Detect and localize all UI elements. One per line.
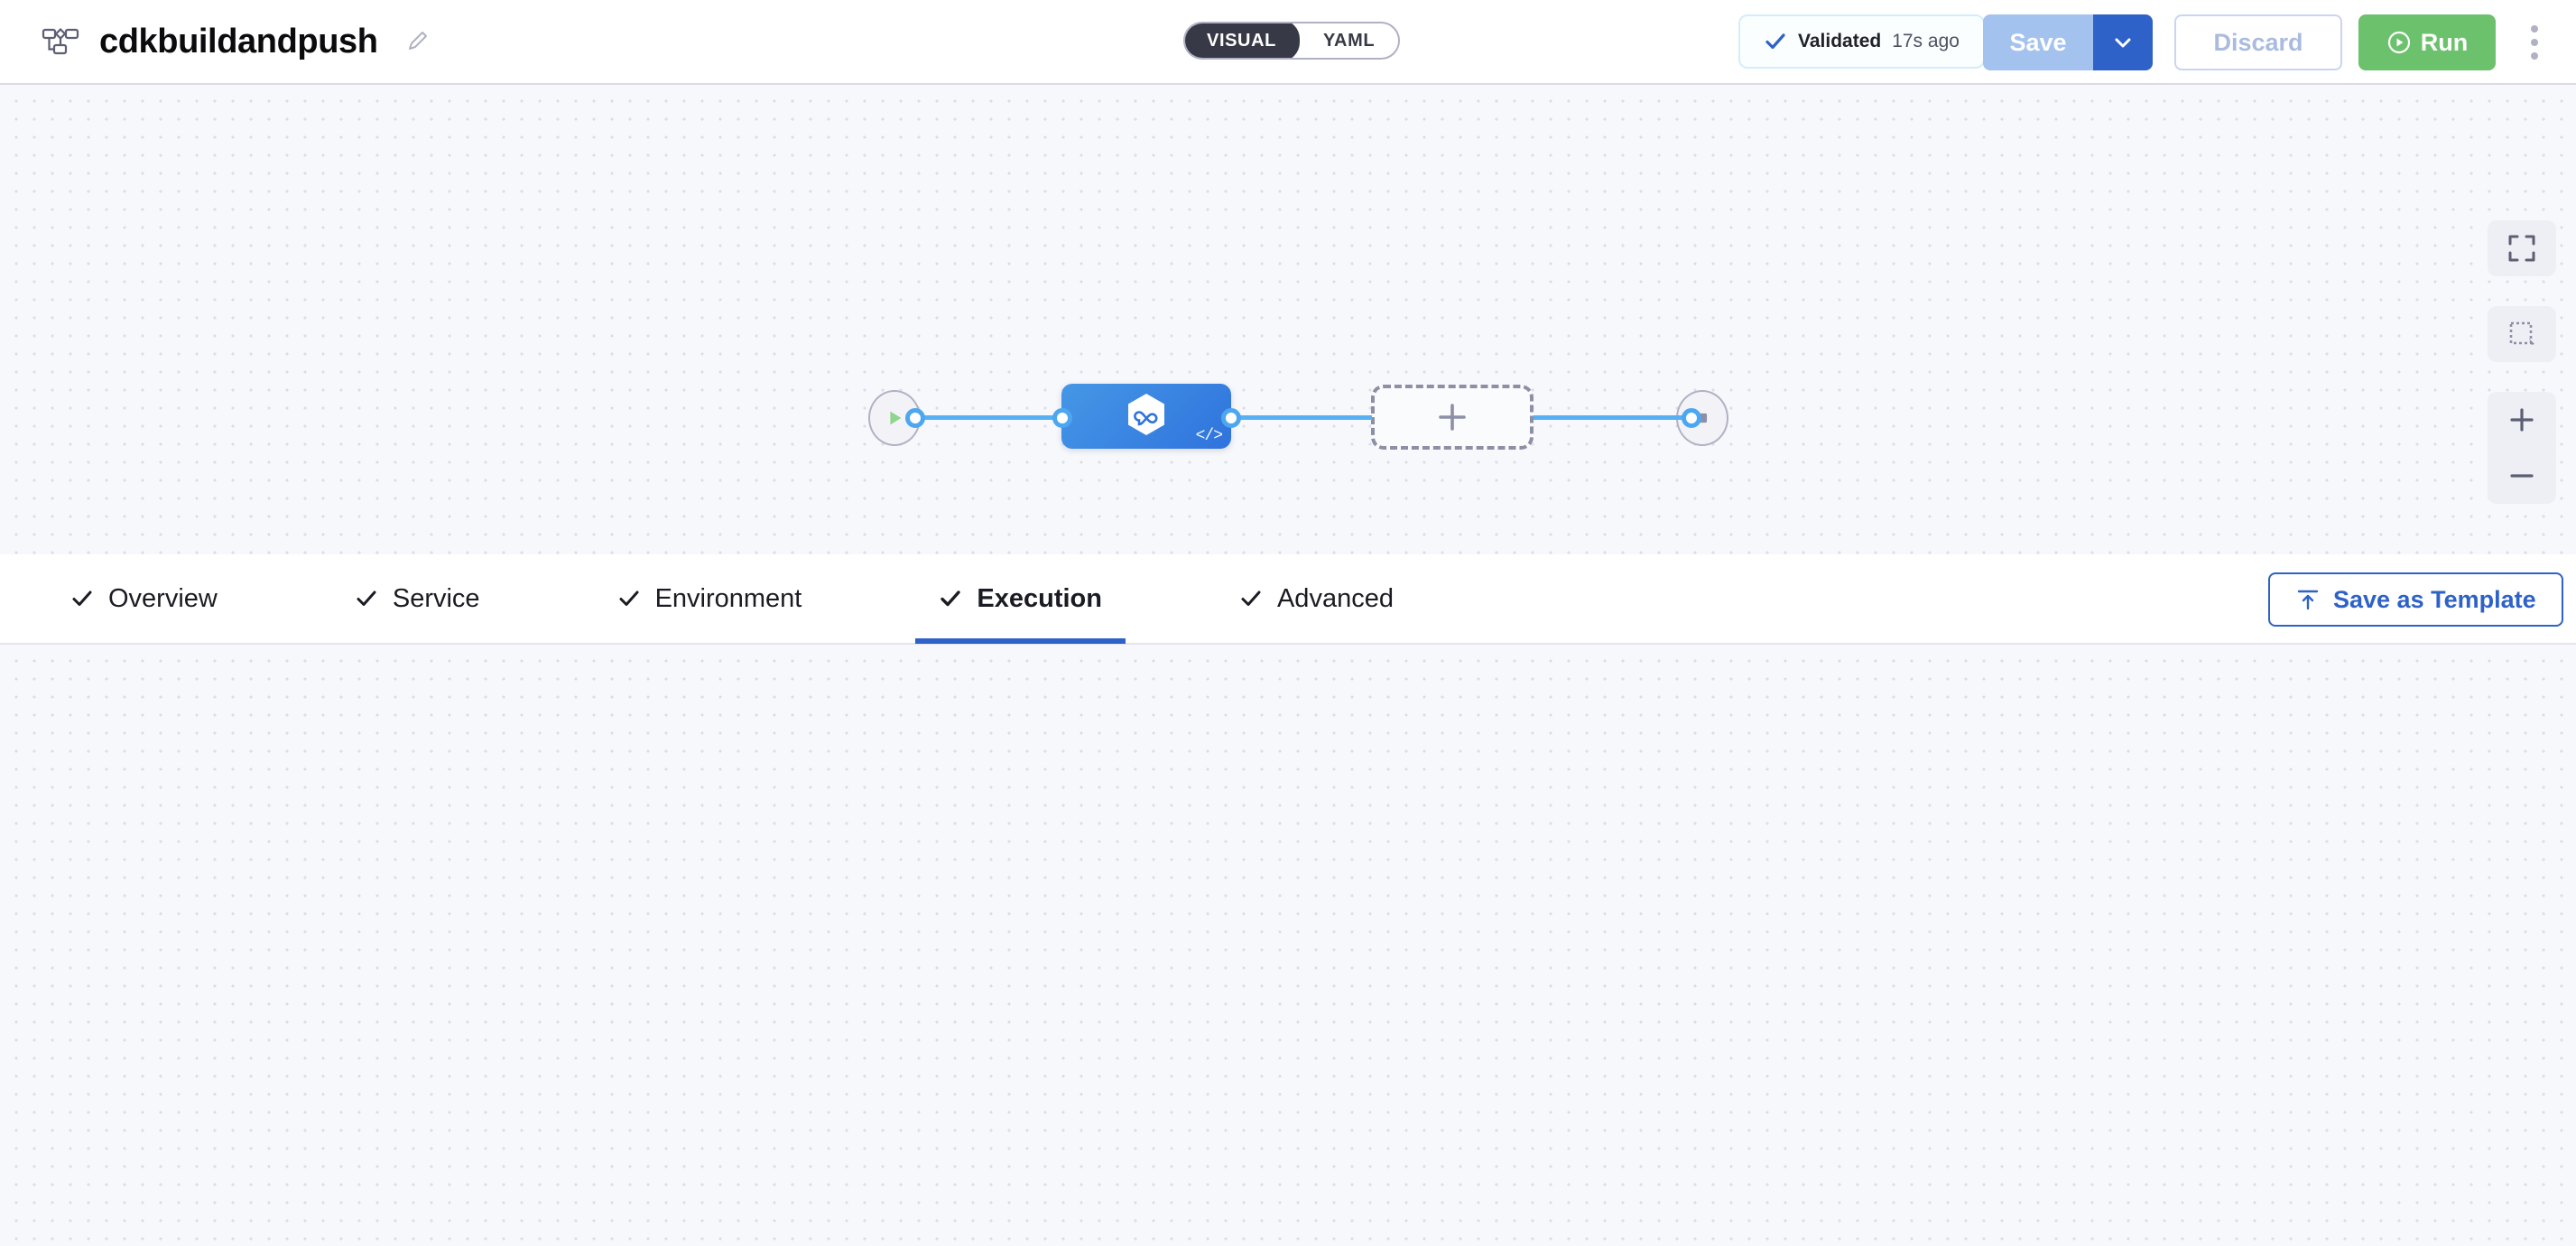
check-icon xyxy=(939,587,962,610)
tab-label: Environment xyxy=(654,583,802,613)
view-mode-visual[interactable]: VISUAL xyxy=(1185,23,1300,58)
tab-advanced[interactable]: Advanced xyxy=(1216,553,1417,644)
tab-label: Overview xyxy=(108,583,218,613)
run-button[interactable]: Run xyxy=(2358,14,2496,70)
execution-canvas[interactable]: Execution Rollback xyxy=(0,645,2576,1246)
stage-link-ckd-addstage xyxy=(1233,415,1372,420)
save-as-template-label: Save as Template xyxy=(2333,585,2536,613)
tab-overview[interactable]: Overview xyxy=(47,553,241,644)
plus-icon xyxy=(1439,404,1466,431)
zoom-out-button[interactable] xyxy=(2488,448,2556,504)
stage-end-port[interactable] xyxy=(1682,408,1701,428)
chevron-down-icon xyxy=(2115,38,2131,48)
view-mode-toggle[interactable]: VISUAL YAML xyxy=(1183,22,1401,60)
view-mode-yaml[interactable]: YAML xyxy=(1322,30,1376,51)
stage-ckd-in-port[interactable] xyxy=(1052,408,1072,428)
fit-screen-button[interactable] xyxy=(2488,220,2556,276)
stage-start-port[interactable] xyxy=(905,408,925,428)
save-split-button[interactable]: Save xyxy=(1983,14,2153,70)
run-label: Run xyxy=(2420,28,2469,56)
stage-link-addstage-end xyxy=(1534,415,1692,420)
validated-label: Validated xyxy=(1798,31,1882,51)
minus-icon xyxy=(2510,474,2534,478)
play-icon xyxy=(890,411,902,425)
selection-box-icon xyxy=(2509,321,2534,345)
save-button[interactable]: Save xyxy=(1983,14,2093,70)
stage-canvas[interactable]: </> ckd Add Stage xyxy=(0,85,2576,554)
discard-button[interactable]: Discard xyxy=(2174,14,2342,70)
validated-timestamp: 17s ago xyxy=(1892,31,1960,51)
plus-icon xyxy=(2510,408,2534,432)
save-as-template-button[interactable]: Save as Template xyxy=(2268,572,2563,627)
header-left-group: cdkbuildandpush xyxy=(0,23,431,61)
check-icon xyxy=(70,587,94,610)
check-icon xyxy=(1764,30,1787,53)
template-upload-icon xyxy=(2297,590,2319,610)
harness-cd-hexagon-icon xyxy=(1128,394,1164,435)
zoom-in-button[interactable] xyxy=(2488,392,2556,448)
pencil-icon[interactable] xyxy=(403,28,431,55)
page-title: cdkbuildandpush xyxy=(99,22,378,60)
tab-environment[interactable]: Environment xyxy=(594,553,826,644)
canvas-view-controls xyxy=(2488,220,2556,504)
stage-end-node xyxy=(1676,390,1728,446)
tab-label: Execution xyxy=(977,583,1102,613)
check-icon xyxy=(355,587,378,610)
zoom-stepper xyxy=(2488,392,2556,504)
tab-execution[interactable]: Execution xyxy=(915,553,1126,644)
status-badge-validated: Validated 17s ago xyxy=(1738,14,1985,69)
save-dropdown-button[interactable] xyxy=(2093,14,2153,70)
stage-code-badge: </> xyxy=(1195,427,1223,445)
kebab-menu-icon[interactable] xyxy=(2515,22,2554,63)
selection-box-button[interactable] xyxy=(2488,306,2556,362)
play-circle-icon xyxy=(2387,31,2410,54)
tab-service[interactable]: Service xyxy=(331,553,504,644)
stage-config-tabs: Overview Service Environment xyxy=(0,554,2576,645)
stage-link-start-ckd xyxy=(917,415,1061,420)
stage-ckd-out-port[interactable] xyxy=(1221,408,1241,428)
tab-label: Service xyxy=(392,583,480,613)
tab-label: Advanced xyxy=(1276,583,1394,613)
add-stage-button[interactable] xyxy=(1371,385,1534,450)
stage-node-ckd[interactable]: </> xyxy=(1061,384,1231,449)
fit-screen-icon xyxy=(2508,235,2535,262)
app-header: cdkbuildandpush VISUAL YAML Validated 17… xyxy=(0,0,2576,85)
pipeline-flow-icon xyxy=(42,25,79,58)
check-icon xyxy=(1239,587,1263,610)
check-icon xyxy=(617,587,641,610)
